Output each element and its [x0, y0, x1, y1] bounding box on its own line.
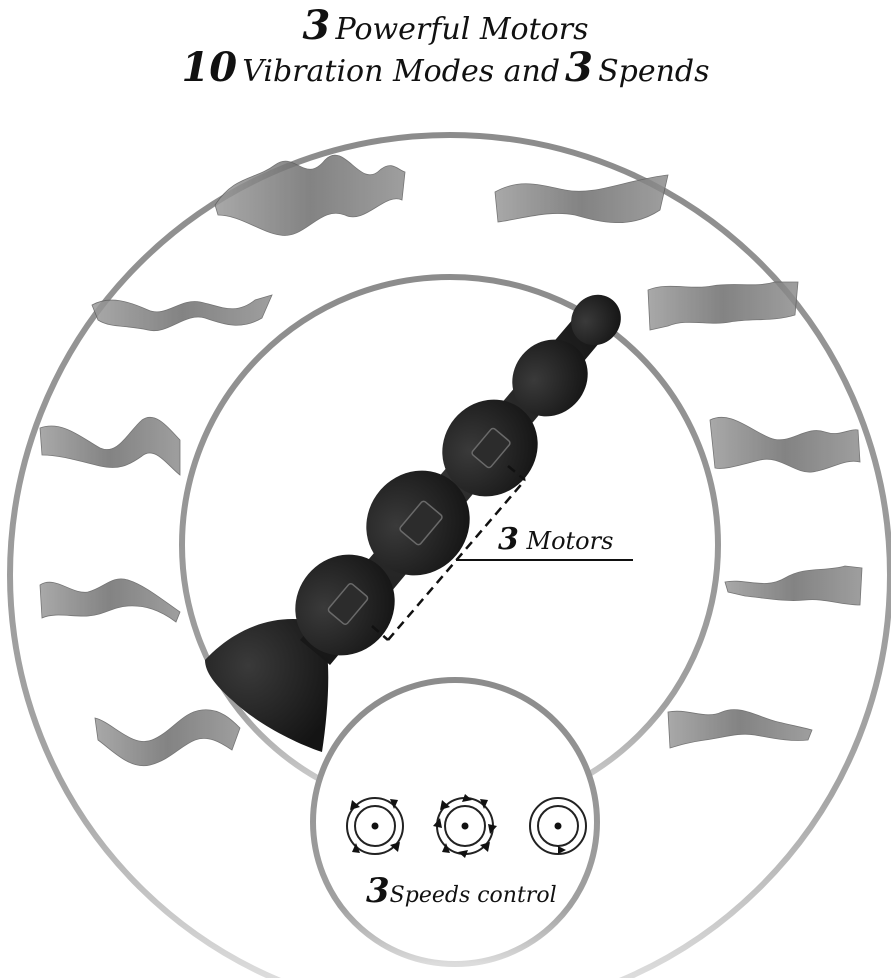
- wave-pattern-icon: [667, 709, 813, 749]
- wave-pattern-icon: [709, 416, 861, 473]
- motors-text: Motors: [526, 527, 614, 555]
- headline-line-1: 3 Powerful Motors: [0, 2, 891, 49]
- motors-label: 3 Motors: [498, 522, 613, 557]
- speeds-text: Speeds control: [389, 883, 557, 908]
- headline-speed-text: Spends: [598, 54, 710, 89]
- wave-pattern-icon: [39, 578, 181, 623]
- wave-pattern-icon: [647, 281, 799, 331]
- wave-pattern-icon: [214, 154, 406, 236]
- speed-icon: [433, 794, 497, 858]
- headline-motor-count: 3: [302, 2, 331, 49]
- speed-icons: [346, 794, 587, 858]
- headline-line-2: 10 Vibration Modes and 3 Spends: [0, 44, 891, 91]
- headline-speed-count: 3: [565, 44, 593, 91]
- speeds-label: 3Speeds control: [366, 871, 557, 911]
- wave-pattern-icon: [724, 565, 863, 606]
- wave-patterns: [39, 154, 863, 767]
- wave-pattern-icon: [91, 294, 273, 332]
- motor-icon: [399, 500, 443, 546]
- wave-pattern-icon: [39, 417, 181, 476]
- product-base: [205, 619, 329, 752]
- motor-icon: [471, 427, 511, 469]
- outer-ring: [7, 132, 891, 978]
- speeds-count: 3: [366, 871, 390, 911]
- wave-pattern-icon: [94, 709, 241, 767]
- headline-mode-count: 10: [181, 44, 238, 91]
- speed-icon: [346, 797, 404, 855]
- headline-motor-text: Powerful Motors: [335, 12, 589, 47]
- motor-markers: [327, 427, 511, 626]
- motors-count: 3: [498, 522, 519, 557]
- headline-mode-text: Vibration Modes and: [242, 54, 561, 89]
- wave-pattern-icon: [494, 174, 669, 224]
- motor-icon: [327, 582, 369, 626]
- speed-circle: [310, 677, 600, 967]
- speed-icon: [529, 797, 587, 855]
